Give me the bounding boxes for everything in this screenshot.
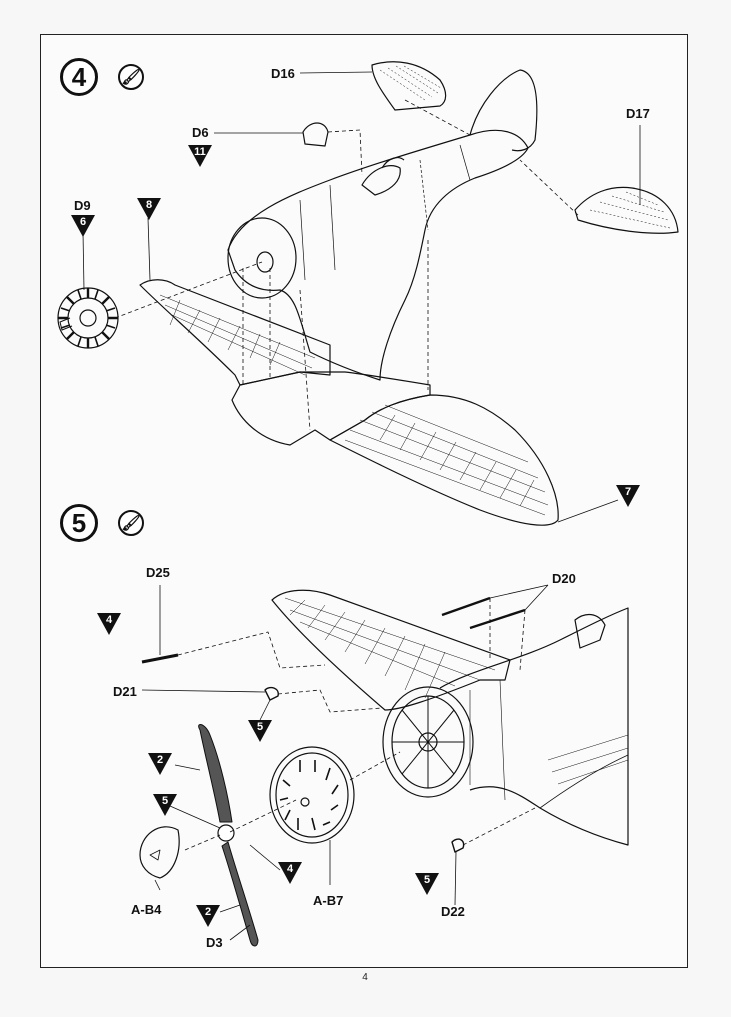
vertical-fin: [469, 69, 538, 152]
propeller-hub: [217, 824, 235, 842]
windscreen: [381, 157, 405, 169]
cowling-ring: [382, 686, 474, 798]
part-d22: [451, 838, 465, 853]
color-badge-underside: 7: [616, 485, 640, 507]
color-badge-d22: 5: [415, 873, 439, 895]
label-d25: D25: [146, 565, 170, 580]
label-d6: D6: [192, 125, 209, 140]
wing-left: [139, 279, 331, 386]
color-badge-hub: 5: [153, 794, 177, 816]
label-d17: D17: [626, 106, 650, 121]
fuselage-5: [439, 607, 629, 846]
label-ab4: A-B4: [131, 902, 162, 917]
spinner-ab4: [139, 826, 180, 879]
color-badge-propeller: 2: [148, 753, 172, 775]
step-4-number: 4: [60, 58, 98, 96]
upper-wing: [271, 589, 511, 711]
radial-engine-d9: [57, 287, 119, 349]
label-d22: D22: [441, 904, 465, 919]
label-d3: D3: [206, 935, 223, 950]
wing-right: [329, 394, 559, 526]
label-d16: D16: [271, 66, 295, 81]
color-badge-d21: 5: [248, 720, 272, 742]
strut-d20-a: [441, 596, 491, 617]
color-badge-d6: 11: [188, 145, 212, 167]
part-d21: [264, 686, 279, 701]
label-d9: D9: [74, 198, 91, 213]
engine-mount: [256, 251, 274, 273]
label-ab7: A-B7: [313, 893, 344, 908]
label-d21: D21: [113, 684, 137, 699]
color-badge-wing: 8: [137, 198, 161, 220]
color-badge-d25: 4: [97, 613, 121, 635]
propeller-blade-top: [198, 724, 233, 823]
stabilizer-d16: [371, 61, 447, 111]
cement-brush-icon: 🖌︎: [118, 510, 144, 536]
headrest-d6: [302, 122, 329, 147]
page-number: 4: [362, 972, 368, 983]
cowling-face-ab7: [269, 746, 355, 844]
color-badge-d3: 2: [196, 905, 220, 927]
rod-d25: [141, 653, 179, 664]
stabilizer-d17: [574, 186, 679, 234]
label-d20: D20: [552, 571, 576, 586]
step-5-number: 5: [60, 504, 98, 542]
color-badge-blade-tip: 4: [278, 862, 302, 884]
propeller-blade-bottom: [221, 841, 259, 947]
color-badge-d9: 6: [71, 215, 95, 237]
fuselage-outline: [227, 129, 529, 381]
cockpit-opening: [361, 165, 401, 196]
cowling-front: [227, 217, 297, 299]
wing-center: [231, 371, 431, 446]
strut-d20-b: [469, 608, 526, 630]
cement-brush-icon: 🖌︎: [118, 64, 144, 90]
page-frame: [40, 34, 688, 968]
